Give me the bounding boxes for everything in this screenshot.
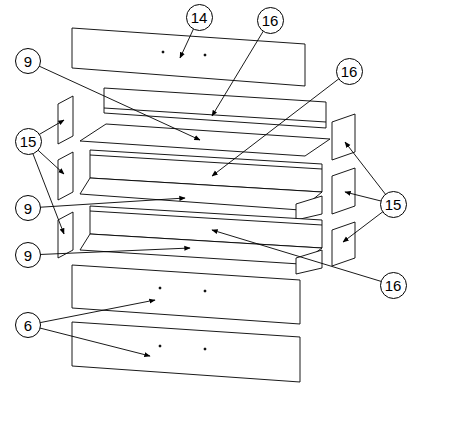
top-panel (72, 28, 305, 86)
callout-number: 16 (262, 13, 279, 28)
shelf (80, 124, 330, 156)
side-panel (332, 114, 355, 160)
drawer-front (72, 322, 300, 382)
callout-circle: 16 (336, 58, 363, 85)
callout-number: 6 (24, 318, 32, 333)
side-panel (332, 222, 355, 266)
callout-number: 9 (24, 201, 32, 216)
callout-circle: 9 (15, 48, 41, 74)
callout-number: 15 (385, 197, 402, 212)
shelf (80, 234, 322, 264)
callout-circle: 15 (380, 191, 407, 218)
callout-circle: 16 (257, 7, 284, 34)
callout-circle: 9 (15, 195, 41, 221)
rail (104, 88, 326, 128)
slide (296, 196, 322, 220)
shelf (80, 178, 322, 210)
callout-number: 16 (341, 64, 358, 79)
callout-circle: 15 (15, 128, 42, 155)
side-panel (58, 212, 73, 258)
side-panel (58, 152, 73, 200)
side-panel (58, 96, 73, 144)
leader-lines (28, 17, 393, 356)
callout-number: 16 (385, 278, 402, 293)
callout-circle: 16 (380, 272, 407, 299)
callout-number: 14 (191, 10, 208, 25)
side-panel (332, 168, 355, 214)
callout-number: 9 (24, 248, 32, 263)
callout-circle: 14 (186, 4, 213, 31)
callout-circle: 6 (15, 312, 41, 338)
callout-number: 15 (20, 134, 37, 149)
callout-number: 9 (24, 54, 32, 69)
drawer-front (72, 265, 300, 324)
callout-circle: 9 (15, 242, 41, 268)
